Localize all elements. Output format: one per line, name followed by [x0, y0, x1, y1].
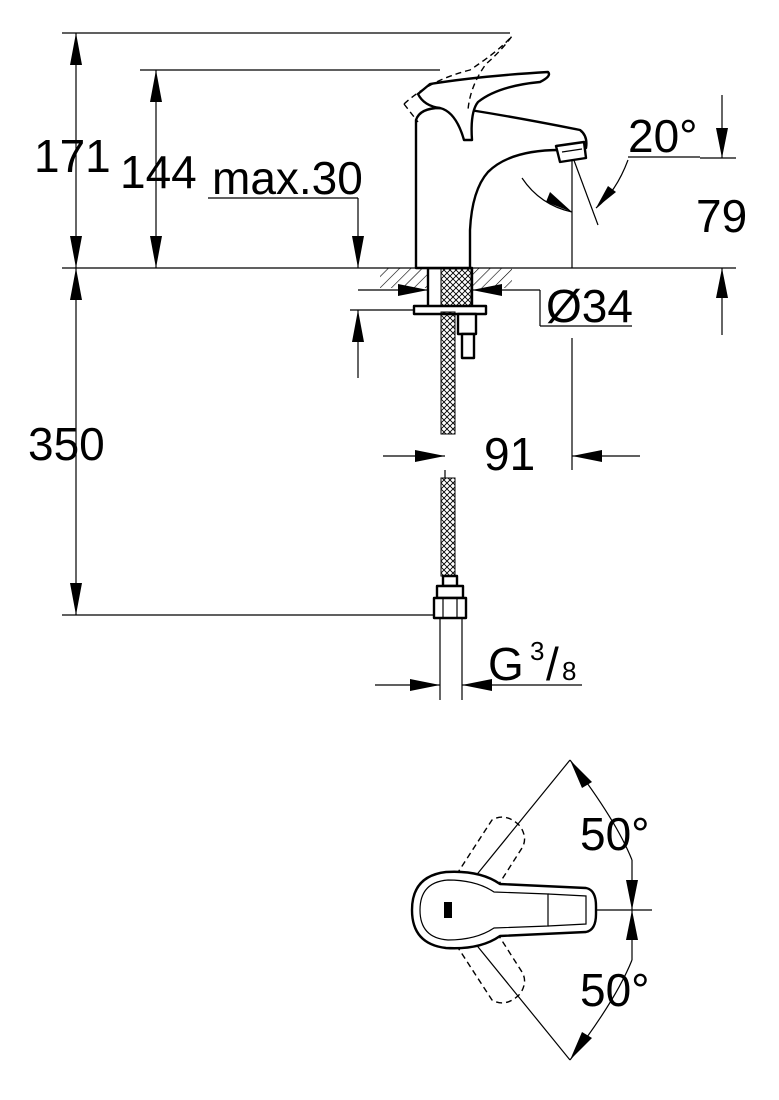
- projection-label: 91: [484, 428, 535, 480]
- rotation-right-label: 50°: [580, 964, 650, 1016]
- max-deck-label: max.30: [212, 152, 363, 204]
- thread-prefix-label: G: [488, 638, 524, 690]
- lever-height-label: 144: [120, 146, 197, 198]
- spout-height-label: 79: [696, 190, 747, 242]
- top-view: [410, 759, 652, 1061]
- total-height-label: 171: [34, 130, 111, 182]
- thread-slash-label: /: [546, 638, 559, 690]
- thread-numerator-label: 3: [530, 636, 544, 666]
- thread-denominator-label: 8: [562, 656, 576, 686]
- hole-diameter-label: Ø34: [546, 280, 633, 332]
- hose-length-label: 350: [28, 418, 105, 470]
- side-view: [62, 32, 736, 700]
- rotation-left-label: 50°: [580, 808, 650, 860]
- spray-angle-label: 20°: [628, 110, 698, 162]
